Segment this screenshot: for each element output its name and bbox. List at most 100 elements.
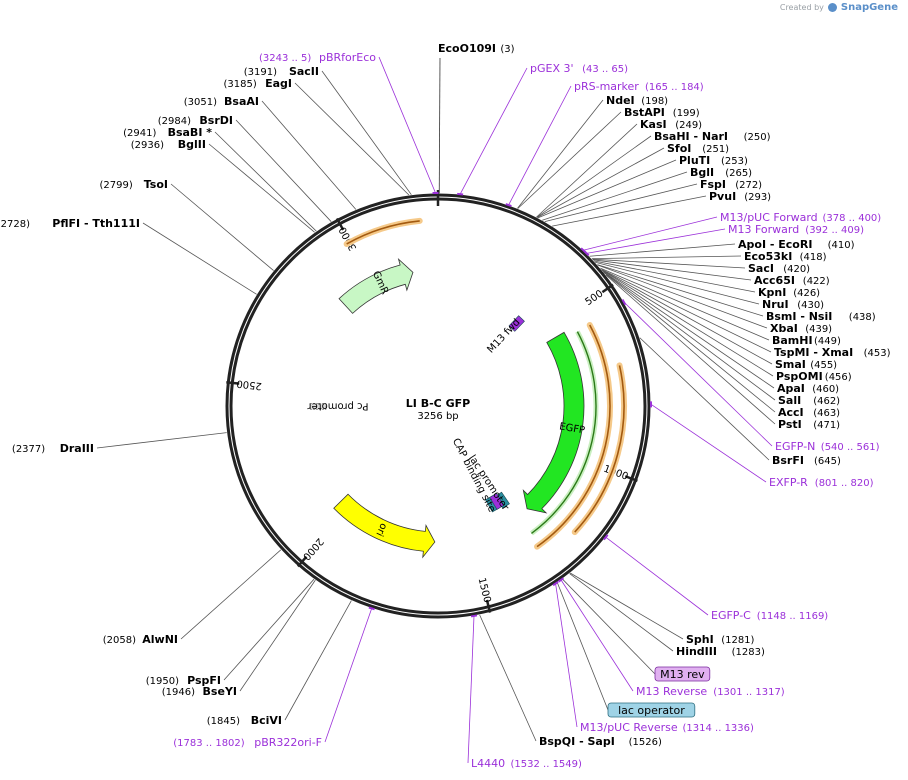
snapgene-branding: Created by SnapGene (780, 2, 898, 13)
enzyme-alwni-position: (2058) (103, 635, 136, 646)
primer-mark (505, 203, 512, 207)
enzyme-bsabi-position: (2941) (123, 128, 156, 139)
ruler-tick (296, 555, 308, 568)
boxed-lac-operator-text: lac operator (618, 704, 685, 717)
enzyme-bspqi-sapi-name: BspQI - SapI (539, 735, 615, 748)
primer-pbr322ori-f: pBR322ori-F (1783 .. 1802) (173, 736, 322, 749)
leader-line (170, 183, 274, 271)
enzyme-bseyi: BseYI (1946) (162, 685, 237, 698)
leader-line (605, 536, 709, 616)
snapgene-logo-icon (827, 3, 837, 12)
primer-egfp-c-position: (1148 .. 1169) (757, 611, 829, 622)
leader-line (96, 432, 227, 449)
enzyme-fspi: FspI(272) (700, 178, 762, 191)
leader-line (591, 255, 742, 260)
leader-line (321, 70, 412, 195)
primer-prs-marker: pRS-marker(165 .. 184) (574, 80, 704, 93)
enzyme-bstapi-position: (199) (673, 108, 700, 119)
egfp-label: EGFP (558, 421, 585, 436)
enzyme-sphi-name: SphI (686, 633, 714, 646)
enzyme-sphi-position: (1281) (721, 635, 754, 646)
enzyme-pluti-name: PluTI (679, 154, 710, 167)
enzyme-tspmi-xmai: TspMI - XmaI(453) (774, 346, 891, 359)
enzyme-apai: ApaI (460) (777, 382, 839, 395)
enzyme-bsaai: BsaAI(3051) (184, 95, 259, 108)
enzyme-bspqi-sapi-position: (1526) (629, 737, 662, 748)
enzyme-ndei-name: NdeI (606, 94, 635, 107)
leader-line (542, 171, 688, 221)
ruler-label: 1500 (476, 577, 493, 604)
enzyme-bsrdi: BsrDI(2984) (158, 114, 233, 127)
leader-line (603, 272, 776, 413)
cds-track (536, 324, 611, 548)
enzyme-bgli-position: (265) (725, 168, 752, 179)
boxed-m13-rev (654, 666, 711, 682)
ruler-tick (485, 599, 492, 613)
leader-line (562, 578, 656, 675)
enzyme-apai-position: (460) (812, 384, 839, 395)
leader-line (378, 56, 436, 194)
leader-line (592, 259, 752, 281)
leader-line (223, 578, 315, 681)
enzyme-apai-name: ApaI (777, 382, 805, 395)
cds-track (346, 220, 420, 245)
leader-line (583, 216, 718, 251)
enzyme-saci: SacI(420) (748, 262, 810, 275)
primer-m13-puc-forward: M13/pUC Forward(378 .. 400) (720, 211, 881, 224)
created-by-text: Created by (779, 3, 824, 12)
pc-promoter-label: Pc promoter (307, 400, 369, 411)
leader-line (324, 608, 373, 743)
primer-exfp-r: EXFP-R(801 .. 820) (769, 476, 874, 489)
leader-line (555, 583, 578, 728)
enzyme-bseyi-position: (1946) (162, 687, 195, 698)
enzyme-sacii-name: SacII (289, 65, 319, 78)
primer-mark (557, 577, 565, 583)
enzyme-bspqi-sapi: BspQI - SapI (1526) (539, 735, 662, 748)
leader-line (508, 85, 572, 206)
primer-mark (552, 581, 559, 587)
enzyme-bsrfi-name: BsrFI (772, 454, 804, 467)
enzyme-pspfi-name: PspFI (187, 674, 221, 687)
enzyme-pflfi-tth111i: PflFI - Tth111I(2728) (0, 217, 140, 230)
primer-egfp-n-position: (540 .. 561) (821, 442, 880, 453)
enzyme-eagi: EagI(3185) (224, 77, 292, 90)
primer-egfp-c-name: EGFP-C (711, 609, 751, 622)
primer-egfp-n: EGFP-N(540 .. 561) (775, 440, 880, 453)
enzyme-bglii-position: (2936) (131, 140, 164, 151)
primer-prs-marker-position: (165 .. 184) (645, 82, 704, 93)
primer-mark (470, 614, 478, 618)
enzyme-pspomi-position: (456) (825, 372, 852, 383)
ruler-label: 2000 (300, 536, 325, 562)
primer-pbr322ori-f-position: (1783 .. 1802) (173, 738, 245, 749)
leader-line (586, 228, 726, 254)
leader-line (467, 615, 475, 764)
enzyme-eco53ki-name: Eco53kI (744, 250, 792, 263)
primer-m13-forward: M13 Forward(392 .. 409) (728, 223, 864, 236)
enzyme-acc65i-position: (422) (803, 276, 830, 287)
enzyme-bseyi-name: BseYI (203, 685, 237, 698)
leader-line (208, 143, 315, 233)
enzyme-pflfi-tth111i-name: PflFI - Tth111I (52, 217, 140, 230)
enzyme-ecoo109i-name: EcoO109I (438, 42, 496, 55)
enzyme-ndei: NdeI(198) (606, 94, 668, 107)
leader-line (235, 119, 332, 222)
enzyme-kasi: KasI(249) (640, 118, 702, 131)
enzyme-xbai: XbaI(439) (770, 322, 832, 335)
leader-line (214, 131, 317, 232)
primer-m13-puc-reverse: M13/pUC Reverse(1314 .. 1336) (580, 721, 754, 734)
enzyme-saci-position: (420) (783, 264, 810, 275)
enzyme-tsoi-position: (2799) (100, 180, 133, 191)
primer-m13-reverse: M13 Reverse(1301 .. 1317) (636, 685, 785, 698)
enzyme-kpni-name: KpnI (758, 286, 786, 299)
primer-exfp-r-name: EXFP-R (769, 476, 808, 489)
leader-line (570, 572, 684, 640)
enzyme-bsmi-nsii: BsmI - NsiI(438) (766, 310, 876, 323)
enzyme-acc65i: Acc65I(422) (754, 274, 830, 287)
primer-m13-puc-reverse-position: (1314 .. 1336) (683, 723, 755, 734)
enzyme-fspi-name: FspI (700, 178, 726, 191)
primer-pbr322ori-f-name: pBR322ori-F (254, 736, 322, 749)
ruler-tick (335, 217, 345, 231)
enzyme-eco53ki-position: (418) (800, 252, 827, 263)
